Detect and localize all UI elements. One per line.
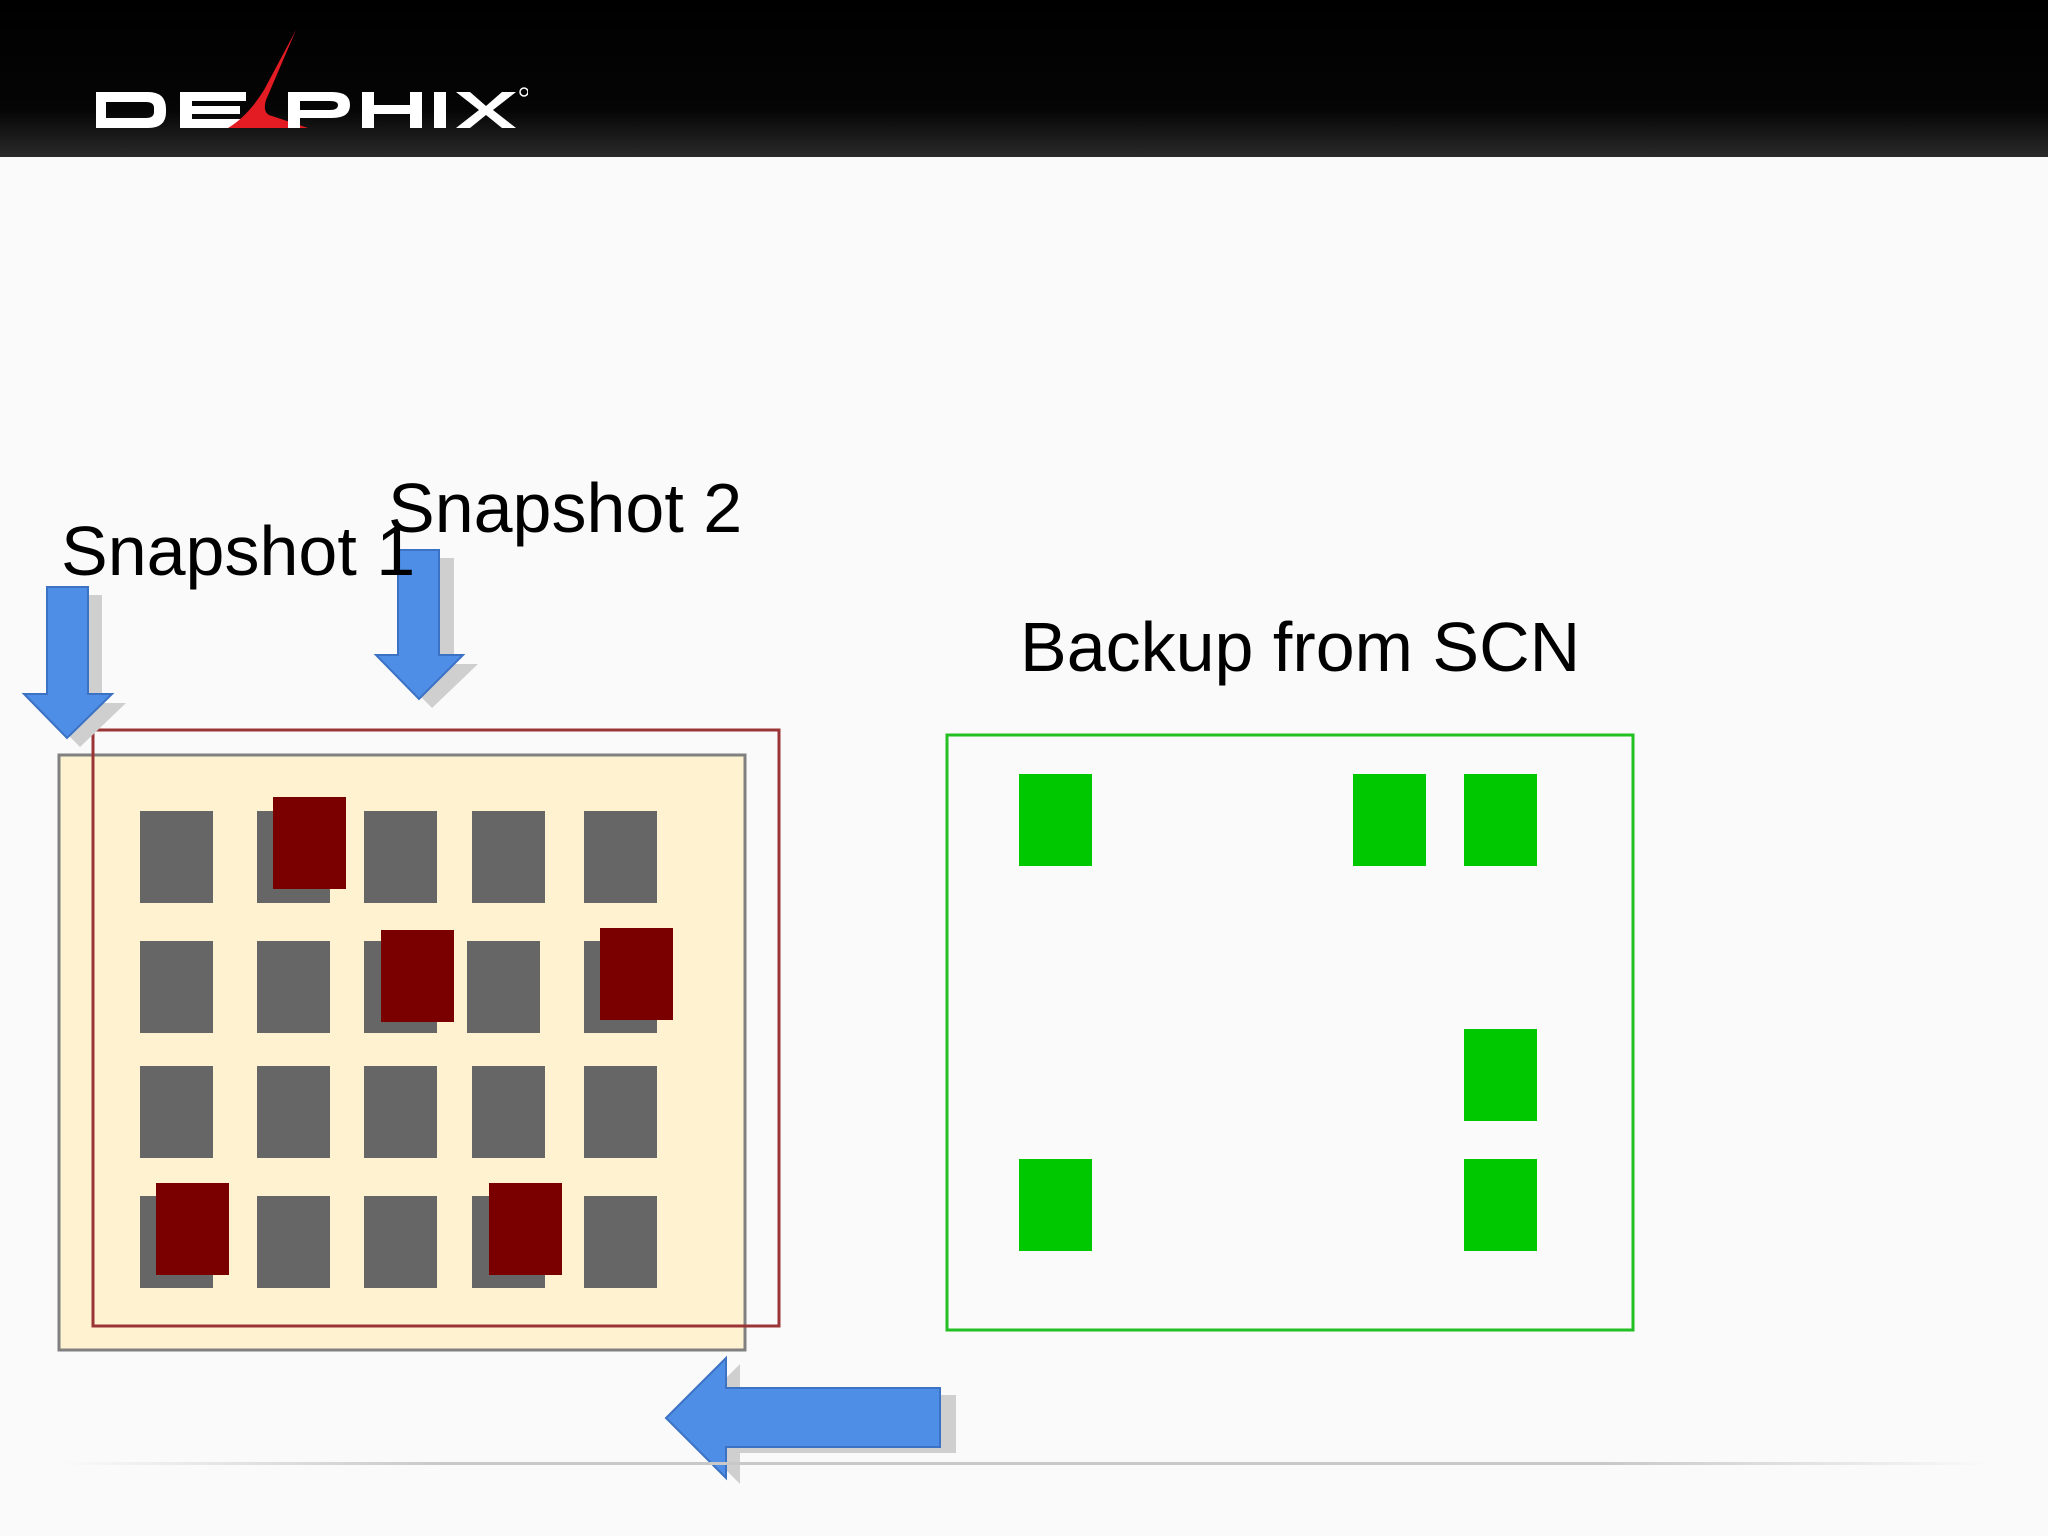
changed-block (600, 928, 673, 1020)
block-r1-c1 (140, 811, 213, 903)
changed-block (381, 930, 454, 1022)
block-r1-c4 (472, 811, 545, 903)
backup-block (1464, 1029, 1537, 1121)
block-r1-c3 (364, 811, 437, 903)
snapshot-2-border (91, 728, 781, 1328)
block-r3-c1 (140, 1066, 213, 1158)
changed-block (273, 797, 346, 889)
footer-divider (60, 1462, 1990, 1465)
header-bar (0, 0, 2048, 157)
block-r1-c5 (584, 811, 657, 903)
block-r4-c3 (364, 1196, 437, 1288)
backup-block (1464, 1159, 1537, 1251)
snapshot-1-label: Snapshot 1 (61, 512, 416, 590)
snapshot-2-label: Snapshot 2 (388, 469, 743, 547)
block-r2-c2 (257, 941, 330, 1033)
backup-panel (945, 733, 1635, 1332)
down-arrow-icon (373, 549, 478, 708)
down-arrow-icon (21, 586, 126, 747)
backup-block (1353, 774, 1426, 866)
block-r4-c5 (584, 1196, 657, 1288)
delphix-logo (96, 30, 528, 128)
backup-block (1019, 774, 1092, 866)
block-r4-c2 (257, 1196, 330, 1288)
backup-label: Backup from SCN (1020, 608, 1581, 686)
block-r3-c5 (584, 1066, 657, 1158)
block-r2-c1 (140, 941, 213, 1033)
backup-block (1464, 774, 1537, 866)
left-arrow-icon (664, 1355, 956, 1484)
backup-blocks (1019, 774, 1537, 1251)
block-r3-c3 (364, 1066, 437, 1158)
block-r2-c4 (467, 941, 540, 1033)
backup-block (1019, 1159, 1092, 1251)
changed-block (156, 1183, 229, 1275)
changed-blocks (156, 797, 673, 1275)
block-r3-c2 (257, 1066, 330, 1158)
changed-block (489, 1183, 562, 1275)
block-r3-c4 (472, 1066, 545, 1158)
